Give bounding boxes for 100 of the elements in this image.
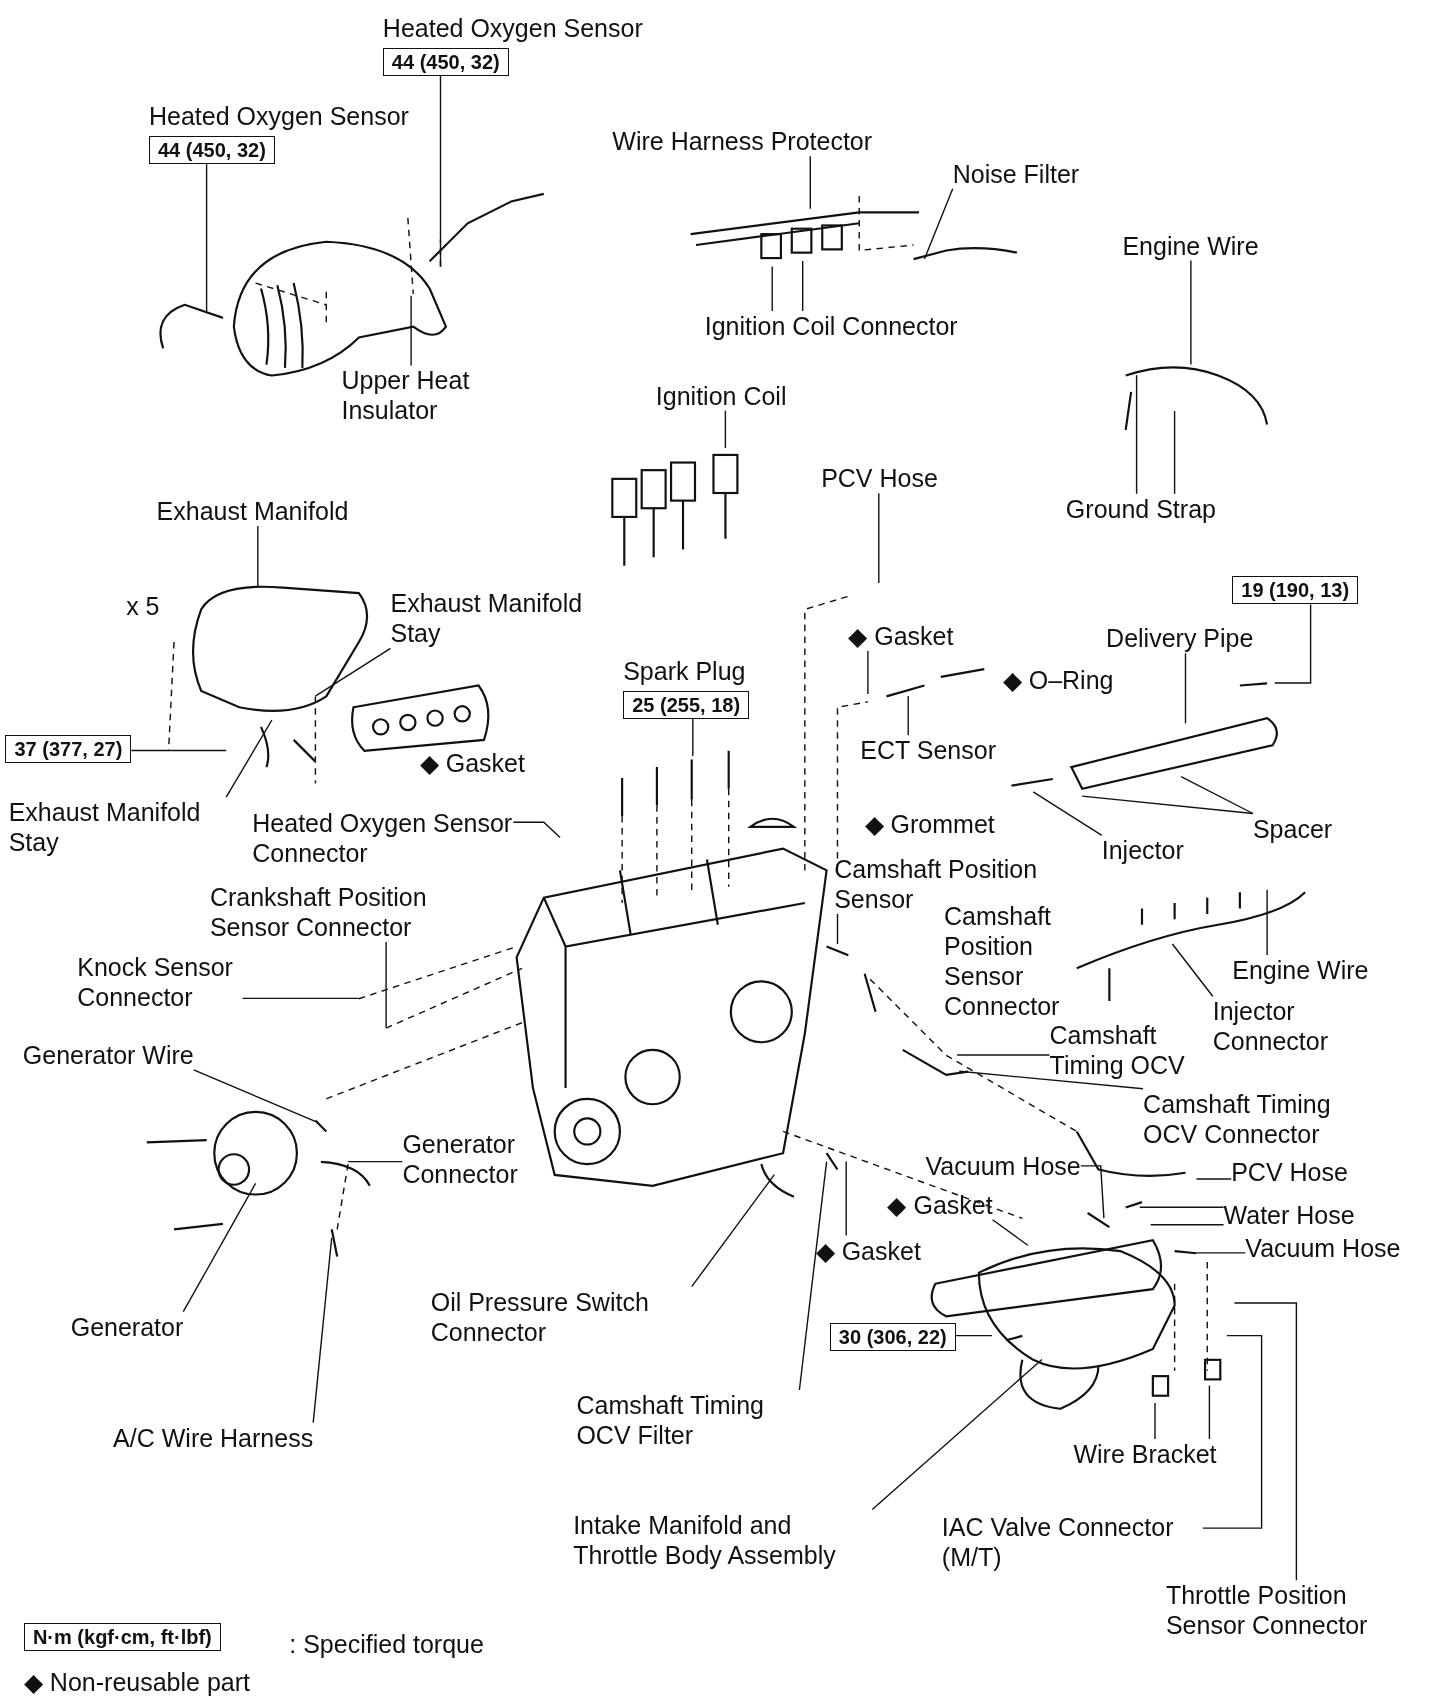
- part-label: PCV Hose: [1231, 1157, 1348, 1188]
- part-label: Spacer: [1252, 813, 1333, 844]
- legend-text: : Specified torque: [289, 1629, 484, 1660]
- leader-line: [809, 155, 811, 210]
- leader-line: [771, 265, 773, 312]
- part-label: ◆ Gasket: [815, 1235, 921, 1266]
- leader-line: [1139, 1206, 1225, 1208]
- leader-line: [385, 941, 387, 1029]
- leader-line: [956, 1054, 1051, 1056]
- part-label: Camshaft Timing OCV Filter: [576, 1389, 800, 1450]
- part-label: ◆ O–Ring: [1002, 664, 1114, 695]
- leader-line: [1150, 1224, 1225, 1226]
- part-label: Generator: [70, 1311, 184, 1342]
- part-label: Knock Sensor Connector: [77, 951, 243, 1012]
- part-label: Generator Wire: [22, 1039, 194, 1070]
- part-label: Ignition Coil: [655, 380, 787, 411]
- part-label: Engine Wire: [1232, 954, 1369, 985]
- leader-line: [991, 1219, 1029, 1246]
- legend-text: ◆ Non-reusable part: [23, 1667, 250, 1698]
- leader-line: [1195, 1178, 1232, 1180]
- leader-line: [410, 295, 412, 367]
- leader-line: [439, 75, 442, 268]
- part-label: Vacuum Hose: [1245, 1233, 1401, 1264]
- leader-line: [1135, 374, 1138, 495]
- leader-line: [836, 913, 839, 945]
- leader-line: [955, 1334, 993, 1337]
- part-label: A/C Wire Harness: [113, 1422, 314, 1453]
- part-label: Exhaust Manifold Stay: [390, 588, 614, 649]
- part-label: ◆ Gasket: [887, 1189, 993, 1220]
- leader-line: [724, 410, 727, 449]
- part-label: Noise Filter: [952, 158, 1080, 189]
- leader-line: [1180, 775, 1254, 815]
- leader-line: [691, 1173, 776, 1288]
- leader-line: [512, 821, 561, 839]
- part-label: Wire Harness Protector: [612, 126, 873, 157]
- part-label: ◆ Grommet: [864, 809, 995, 840]
- torque-value-box: 37 (377, 27): [5, 735, 132, 764]
- leader-line: [1195, 1252, 1246, 1254]
- torque-value-box: 30 (306, 22): [829, 1322, 956, 1351]
- part-label: Camshaft Timing OCV Connector: [1143, 1088, 1361, 1149]
- leader-line: [1233, 1302, 1298, 1581]
- leader-line: [1080, 1165, 1105, 1219]
- part-label: Spark Plug: [623, 655, 747, 686]
- leader-line: [314, 647, 392, 697]
- torque-value-box: 19 (190, 13): [1232, 576, 1359, 605]
- leader-line: [312, 1237, 333, 1424]
- leader-line: [1208, 1384, 1211, 1440]
- leader-line: [130, 749, 227, 752]
- leader-line: [798, 1160, 828, 1391]
- torque-value-box: 25 (255, 18): [623, 690, 750, 719]
- part-label: ECT Sensor: [860, 735, 996, 766]
- leader-line: [878, 492, 880, 584]
- leader-line: [1190, 259, 1192, 366]
- part-label: Heated Oxygen Sensor: [382, 13, 643, 44]
- part-label: ◆ Gasket: [848, 621, 954, 651]
- leader-line: [205, 163, 208, 314]
- part-label: Throttle Position Sensor Connector: [1165, 1580, 1400, 1641]
- part-label: Oil Pressure Switch Connector: [430, 1286, 692, 1347]
- part-label: Vacuum Hose: [925, 1150, 1081, 1181]
- leader-line: [1154, 1402, 1156, 1440]
- torque-unit-box: N·m (kgf·cm, ft·lbf): [23, 1622, 221, 1651]
- part-label: Heated Oxygen Sensor: [149, 101, 409, 132]
- torque-value-box: 44 (450, 32): [382, 48, 509, 77]
- leader-line: [923, 188, 954, 260]
- part-label: Water Hose: [1223, 1199, 1355, 1230]
- leader-line: [241, 997, 360, 1000]
- leader-line: [845, 1160, 847, 1237]
- leader-line: [802, 260, 804, 312]
- part-label: Generator Connector: [402, 1128, 542, 1189]
- leader-line: [871, 1358, 1043, 1511]
- leader-line: [1266, 889, 1268, 956]
- part-label: ◆ Gasket: [419, 748, 525, 779]
- leader-line: [1081, 795, 1254, 815]
- part-label: Injector Connector: [1212, 996, 1352, 1057]
- part-label: Intake Manifold and Throttle Body Assembly: [573, 1509, 873, 1570]
- leader-line: [1184, 652, 1187, 724]
- part-label: Crankshaft Position Sensor Connector: [209, 882, 452, 943]
- part-label: Engine Wire: [1122, 230, 1259, 261]
- leader-line: [347, 1160, 404, 1163]
- part-label: Heated Oxygen Sensor Connector: [252, 808, 514, 869]
- leader-line: [958, 1070, 1144, 1090]
- part-label: Exhaust Manifold Stay: [8, 797, 227, 858]
- leader-line: [1171, 943, 1214, 997]
- leader-line: [225, 719, 273, 798]
- part-label: Delivery Pipe: [1106, 623, 1254, 654]
- leader-line: [907, 695, 909, 736]
- leader-line: [182, 1182, 257, 1313]
- leader-line: [867, 650, 869, 695]
- leader-line: [1274, 603, 1312, 684]
- torque-value-box: 44 (450, 32): [149, 136, 275, 165]
- part-label: Camshaft Timing OCV: [1049, 1020, 1202, 1081]
- part-label: Exhaust Manifold: [156, 495, 349, 526]
- leader-line: [692, 718, 694, 757]
- part-label: Injector: [1101, 835, 1184, 866]
- part-label: Ground Strap: [1065, 493, 1216, 524]
- leader-line: [1173, 410, 1176, 495]
- part-label: Camshaft Position Sensor Connector: [944, 900, 1061, 1021]
- part-label: IAC Valve Connector (M/T): [941, 1511, 1203, 1572]
- leader-line: [193, 1069, 319, 1124]
- part-label: Wire Bracket: [1073, 1438, 1217, 1469]
